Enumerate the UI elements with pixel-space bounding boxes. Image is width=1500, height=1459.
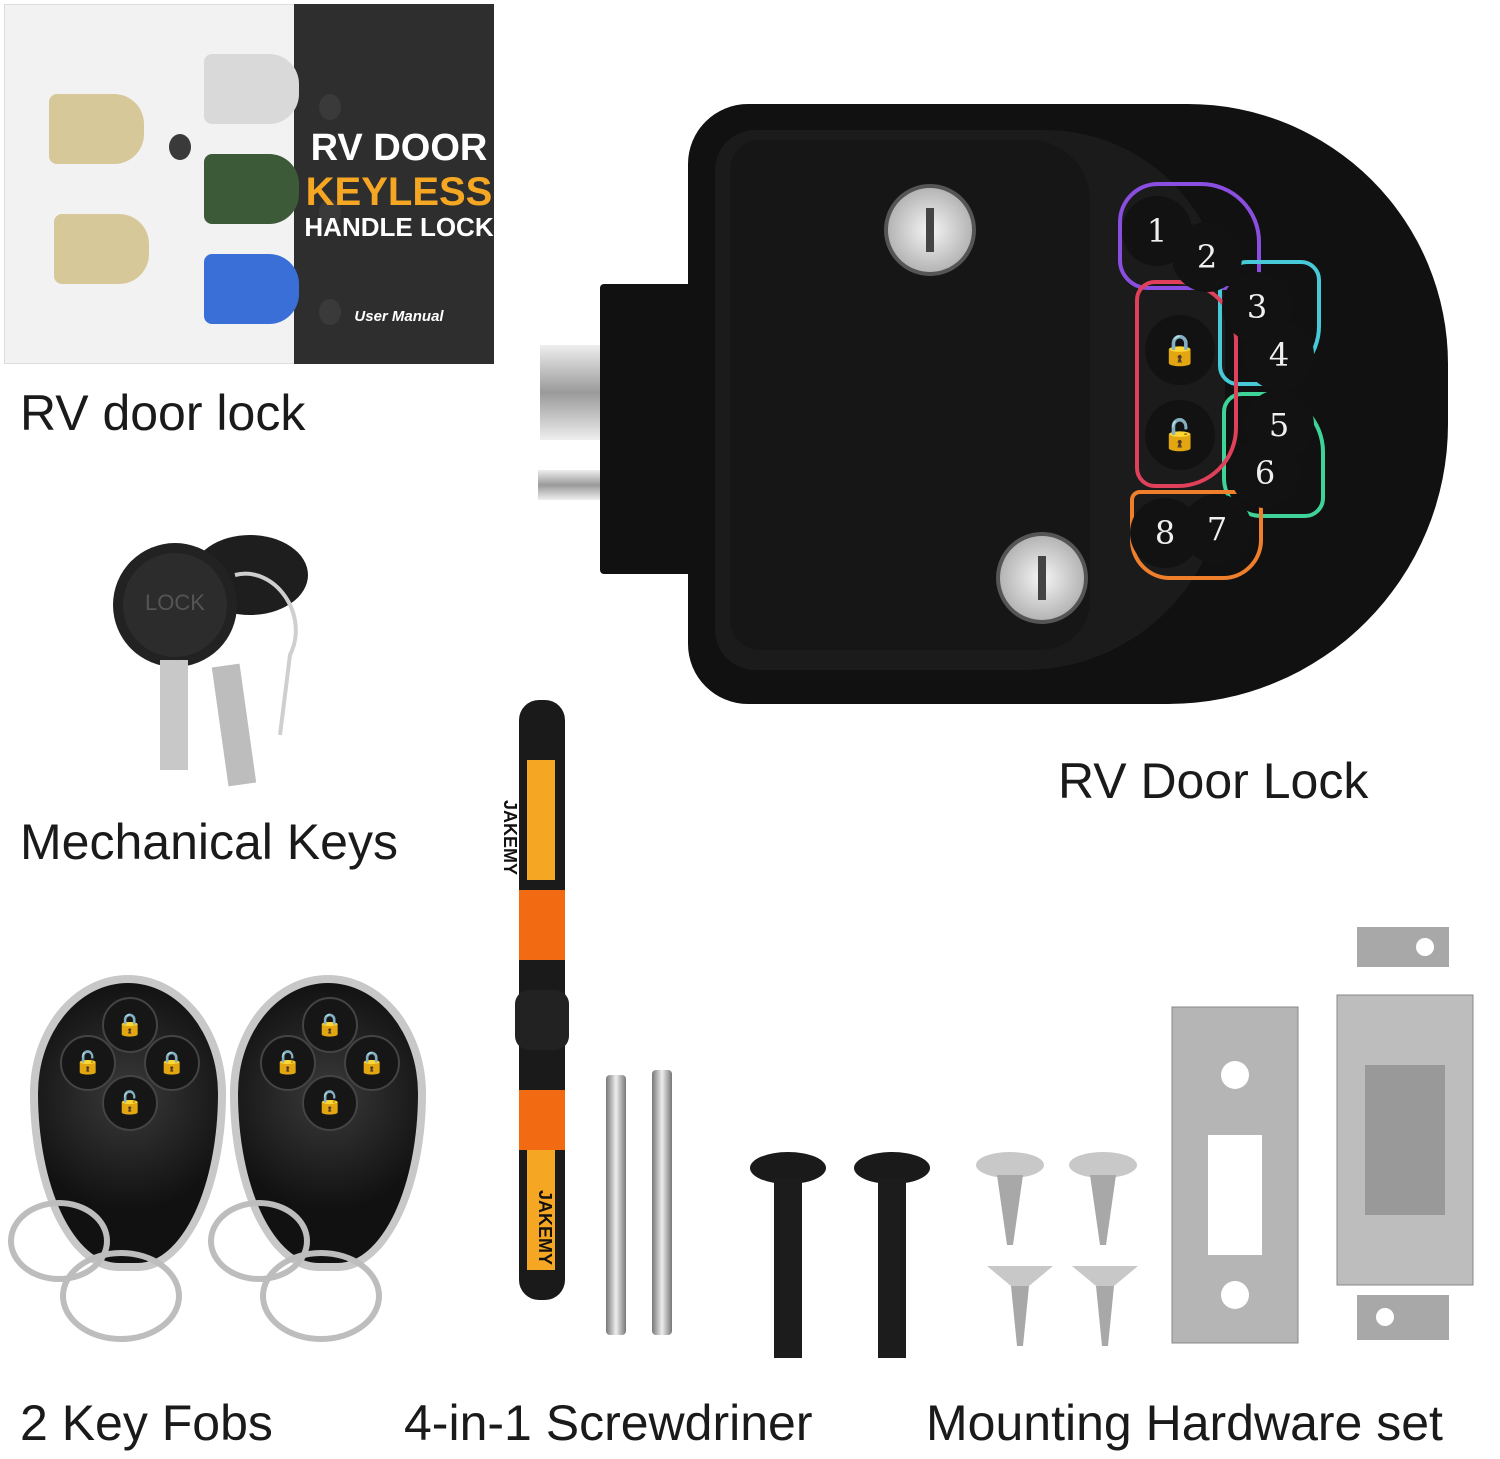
mini-lock-green bbox=[204, 154, 299, 224]
fob-lock-button-2[interactable]: 🔒 bbox=[144, 1035, 200, 1091]
deadbolt bbox=[538, 470, 608, 500]
strike-plate-icon bbox=[1171, 1006, 1299, 1344]
wood-screw-icon bbox=[1069, 1152, 1137, 1245]
screwdriver-brand-bottom: JAKEMY bbox=[535, 1190, 555, 1266]
fob-lock-button[interactable]: 🔒 bbox=[102, 997, 158, 1053]
keypad-button-2[interactable]: 2 bbox=[1172, 222, 1242, 292]
caption-keys: Mechanical Keys bbox=[20, 814, 398, 870]
fob-unlock-button[interactable]: 🔓 bbox=[60, 1035, 116, 1091]
mini-fob bbox=[169, 134, 191, 160]
mini-lock-blue bbox=[204, 254, 299, 324]
keypad-button-7[interactable]: 7 bbox=[1182, 494, 1252, 564]
screwdriver-icon bbox=[515, 700, 569, 1300]
mechanical-keys-icon bbox=[113, 535, 308, 787]
wood-screw-icon bbox=[976, 1152, 1044, 1245]
mini-lock-gold-2 bbox=[54, 214, 149, 284]
manual-subtitle: User Manual bbox=[354, 308, 444, 325]
bolt-screw-icon bbox=[750, 1152, 826, 1358]
bolt-screw-icon bbox=[854, 1152, 930, 1358]
driver-bit-1 bbox=[606, 1075, 626, 1335]
keypad-button-4[interactable]: 4 bbox=[1244, 320, 1314, 390]
fob-lock-button[interactable]: 🔒 bbox=[302, 997, 358, 1053]
keypad-button-6[interactable]: 6 bbox=[1230, 438, 1300, 508]
caption-hardware: Mounting Hardware set bbox=[926, 1395, 1443, 1451]
mini-fob bbox=[319, 199, 341, 225]
latch-bolt bbox=[540, 345, 610, 440]
keypad-lock-icon[interactable]: 🔒 bbox=[1145, 315, 1215, 385]
fob-lock-button-2[interactable]: 🔒 bbox=[344, 1035, 400, 1091]
caption-lock: RV Door Lock bbox=[1058, 753, 1369, 809]
mini-fob bbox=[319, 94, 341, 120]
caption-manual: RV door lock bbox=[20, 385, 306, 441]
fob-clip bbox=[260, 1250, 382, 1342]
caption-screwdriver: 4-in-1 Screwdriner bbox=[404, 1395, 813, 1451]
fob-unlock-button[interactable]: 🔓 bbox=[260, 1035, 316, 1091]
fob-unlock-button-2[interactable]: 🔓 bbox=[102, 1075, 158, 1131]
key-cylinder-top bbox=[884, 184, 976, 276]
driver-bit-2 bbox=[652, 1070, 672, 1335]
flat-screw-icon bbox=[1072, 1266, 1138, 1346]
fob-ring bbox=[8, 1200, 110, 1282]
flat-screw-icon bbox=[987, 1266, 1053, 1346]
keypad-unlock-icon[interactable]: 🔓 bbox=[1145, 400, 1215, 470]
key-cylinder-bottom bbox=[996, 532, 1088, 624]
key-tag-label: LOCK bbox=[145, 590, 205, 615]
strike-box-icon bbox=[1336, 927, 1474, 1340]
fob-clip bbox=[60, 1250, 182, 1342]
mini-lock-silver bbox=[204, 54, 299, 124]
mini-lock-gold bbox=[49, 94, 144, 164]
user-manual-booklet: RV DOOR KEYLESS HANDLE LOCK User Manual bbox=[4, 4, 494, 364]
caption-fobs: 2 Key Fobs bbox=[20, 1395, 273, 1451]
fob-unlock-button-2[interactable]: 🔓 bbox=[302, 1075, 358, 1131]
mini-fob bbox=[319, 299, 341, 325]
manual-title-line1: RV DOOR bbox=[310, 127, 488, 169]
manual-title-line3: HANDLE LOCK bbox=[304, 212, 494, 242]
fob-ring bbox=[208, 1200, 310, 1282]
screwdriver-brand-top: JAKEMY bbox=[500, 800, 520, 876]
manual-title-line2: KEYLESS bbox=[305, 170, 493, 214]
